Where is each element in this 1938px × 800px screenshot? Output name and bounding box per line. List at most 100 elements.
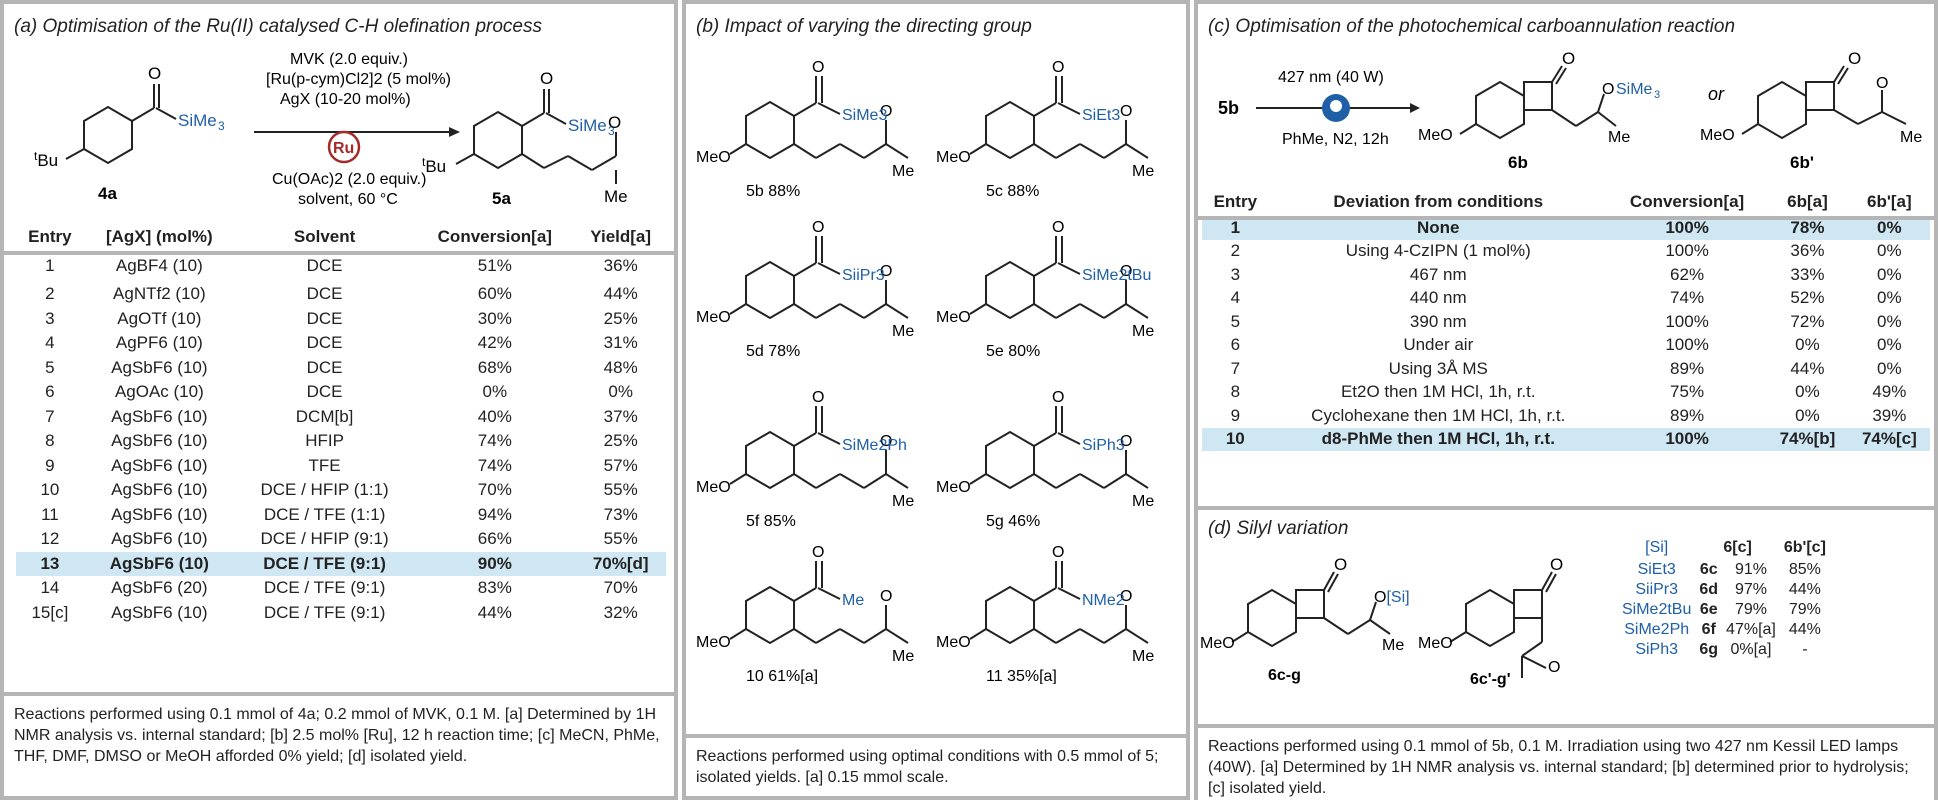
compound-label: 5c 88%: [986, 183, 1039, 200]
table-cell: AgSbF6 (10): [111, 357, 208, 377]
table-cell: DCE: [306, 357, 343, 377]
col-header: Entry: [1213, 192, 1258, 211]
table-cell: 0%: [1877, 335, 1902, 355]
svg-text:O: O: [540, 69, 553, 88]
svg-text:Me: Me: [1900, 129, 1922, 146]
table-cell: 10: [40, 480, 60, 500]
table-cell: 6c: [1699, 561, 1718, 578]
table-cell: 2: [45, 284, 55, 304]
table-cell: 74%[c]: [1861, 429, 1917, 449]
table-cell: 44%: [1788, 581, 1821, 598]
table-cell: 36%: [603, 256, 638, 275]
table-cell: 83%: [477, 578, 512, 598]
table-cell: 2: [1230, 241, 1241, 261]
col-header: [Si]: [1645, 539, 1669, 556]
panel-b-title: (b) Impact of varying the directing grou…: [696, 16, 1032, 37]
table-cell: 5: [1230, 311, 1241, 331]
svg-text:Me: Me: [1132, 493, 1154, 510]
table-cell: DCE: [306, 256, 343, 275]
table-cell: SiMe2tBu: [1622, 601, 1692, 618]
table-cell: AgSbF6 (10): [111, 602, 208, 622]
svg-text:O: O: [1848, 49, 1861, 68]
svg-text:O: O: [1052, 59, 1064, 76]
table-cell: 55%: [603, 529, 638, 549]
svg-text:Me: Me: [892, 323, 914, 340]
table-cell: 440 nm: [1409, 288, 1467, 308]
svg-text:MeO: MeO: [936, 149, 971, 166]
svg-text:O: O: [1602, 81, 1614, 98]
table-cell: 100%: [1665, 335, 1709, 355]
compound-label: 5f 85%: [746, 513, 796, 530]
svg-text:O: O: [812, 389, 824, 406]
conditions-bottom: PhMe, N2, 12h: [1282, 131, 1389, 148]
table-cell: 7: [1230, 358, 1241, 378]
table-cell: 44%: [603, 284, 638, 304]
col-header: Yield[a]: [590, 227, 652, 246]
table-cell: 44%: [1790, 358, 1825, 378]
svg-text:SiMe: SiMe: [1616, 81, 1653, 98]
col-header: 6b[a]: [1787, 192, 1828, 211]
label-6b: 6b: [1508, 153, 1528, 172]
table-cell: 51%: [477, 256, 512, 275]
table-cell: 6: [1230, 335, 1241, 355]
svg-text:MeO: MeO: [696, 479, 731, 496]
table-cell: 12: [40, 529, 60, 549]
reagent-4: Cu(OAc)2 (2.0 equiv.): [272, 171, 426, 188]
table-cell: 55%: [603, 480, 638, 500]
scheme-d: O O[Si] Me MeO O O MeO 6c-g 6c'-g': [1200, 555, 1563, 688]
table-cell: 70%[d]: [592, 553, 649, 573]
table-cell: DCM[b]: [295, 406, 354, 426]
svg-text:Me: Me: [1132, 163, 1154, 180]
compound-label: 5e 80%: [986, 343, 1040, 360]
conditions-top: 427 nm (40 W): [1278, 69, 1384, 86]
table-cell: AgSbF6 (10): [109, 553, 209, 573]
panel-a: (a) Optimisation of the Ru(II) catalysed…: [0, 0, 678, 800]
table-cell: 79%: [1734, 601, 1767, 618]
table-cell: 31%: [603, 333, 638, 353]
table-cell: 74%: [477, 431, 512, 451]
svg-text:O[Si]: O[Si]: [1374, 589, 1410, 606]
table-cell: 91%: [1734, 561, 1767, 578]
table-cell: 60%: [477, 284, 512, 304]
table-cell: 70%: [477, 480, 512, 500]
svg-text:O: O: [880, 588, 892, 605]
svg-text:MeO: MeO: [936, 309, 971, 326]
table-cell: AgSbF6 (10): [111, 406, 208, 426]
table-cell: Et2O then 1M HCl, 1h, r.t.: [1340, 382, 1536, 402]
table-cell: 89%: [1670, 358, 1705, 378]
table-cell: DCE: [306, 284, 343, 304]
svg-text:Me: Me: [1608, 129, 1630, 146]
table-cell: DCE: [306, 333, 343, 353]
table-cell: 42%: [477, 333, 512, 353]
table-cell: 8: [1230, 382, 1241, 402]
table-cell: 36%: [1790, 241, 1825, 261]
svg-text:O: O: [1334, 555, 1347, 574]
svg-text:MeO: MeO: [1700, 127, 1735, 144]
svg-text:3: 3: [608, 124, 615, 138]
table-cell: 9: [45, 455, 55, 475]
table-cell: 74%: [1670, 288, 1705, 308]
table-cell: 5: [45, 357, 55, 377]
table-cell: 32%: [603, 602, 638, 622]
table-a-divider: [4, 251, 674, 255]
table-cell: 10: [1225, 429, 1245, 449]
table-cell: 467 nm: [1409, 264, 1467, 284]
svg-text:O: O: [148, 64, 161, 83]
svg-text:MeO: MeO: [1418, 635, 1453, 652]
